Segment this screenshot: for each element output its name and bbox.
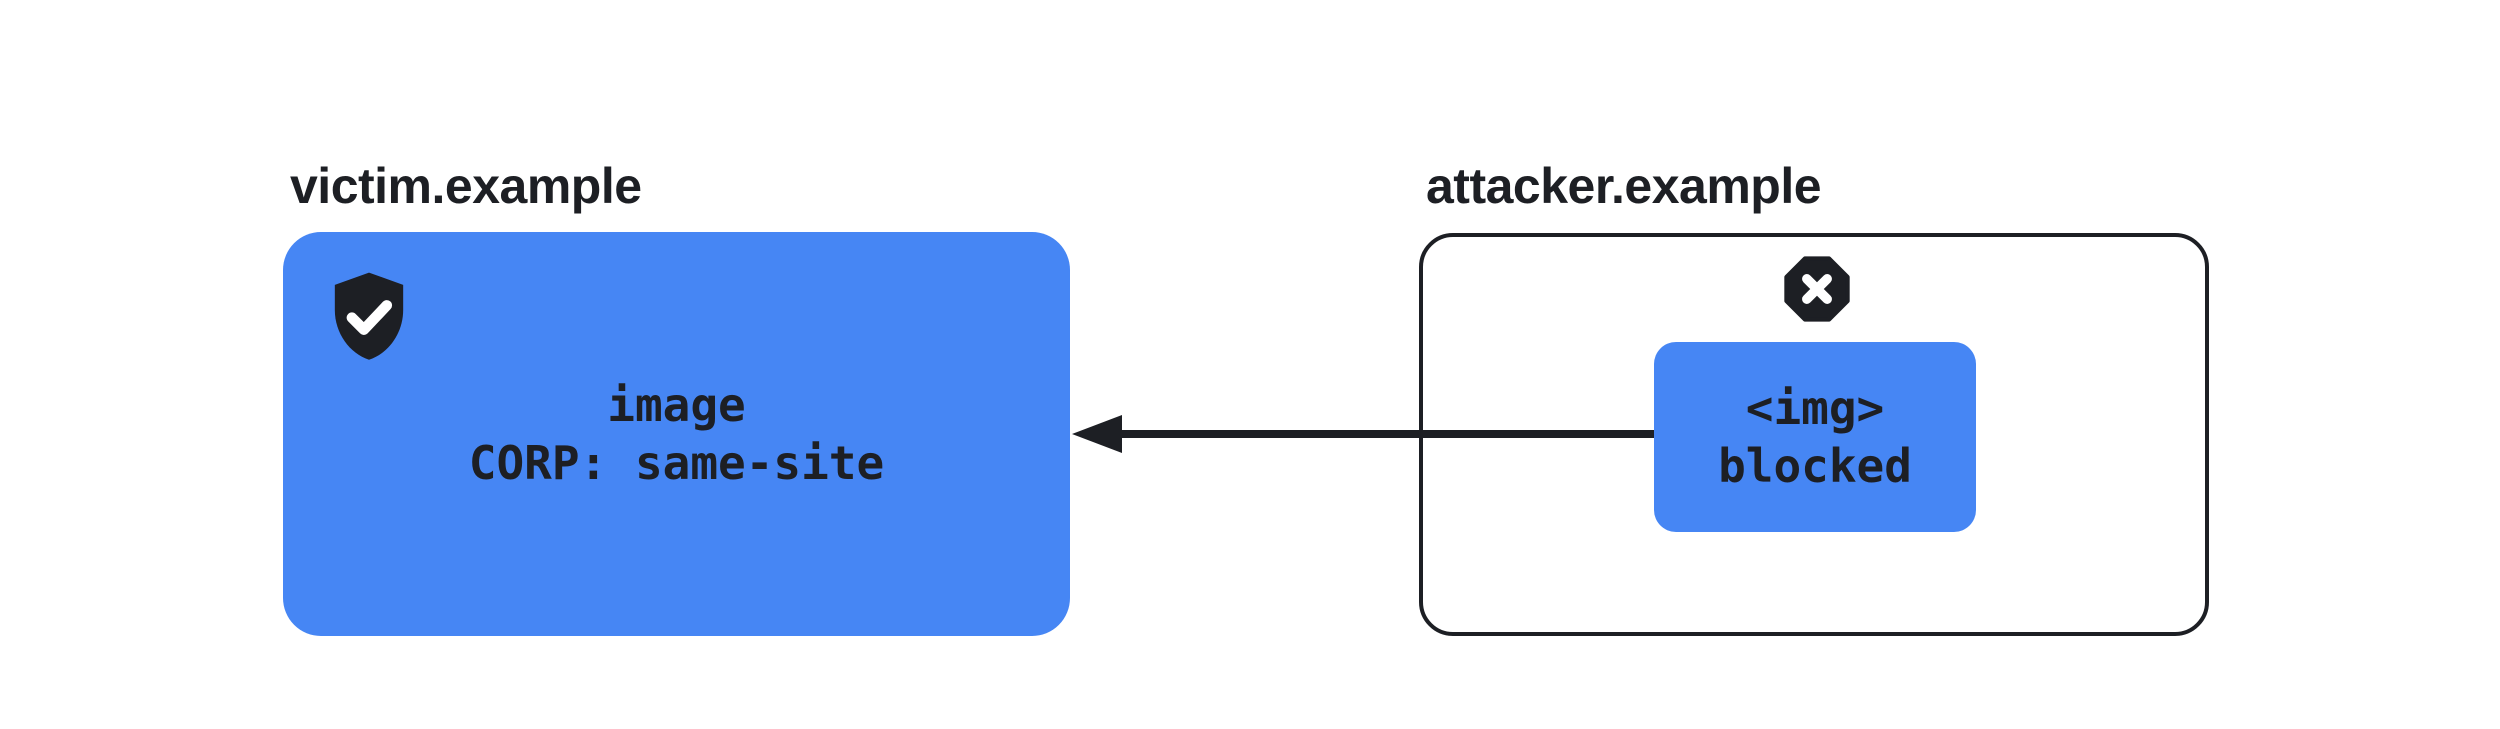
blocked-request-arrow — [1072, 415, 1654, 453]
victim-domain-label: victim.example — [290, 158, 642, 214]
attacker-domain-label: attacker.example — [1426, 158, 1822, 214]
blocked-img-request-box: <img> blocked — [1654, 342, 1976, 532]
shield-check-icon — [334, 272, 404, 360]
blocked-status-text: blocked — [1718, 439, 1912, 493]
corp-header-text: CORP: same-site — [468, 436, 885, 490]
resource-type-text: image — [607, 378, 746, 432]
victim-resource-card: image CORP: same-site — [283, 232, 1070, 636]
blocked-octagon-icon — [1784, 256, 1850, 322]
attacker-request-text: <img> blocked — [1654, 342, 1976, 532]
img-tag-text: <img> — [1745, 381, 1885, 435]
victim-resource-text: image CORP: same-site — [283, 232, 1070, 636]
